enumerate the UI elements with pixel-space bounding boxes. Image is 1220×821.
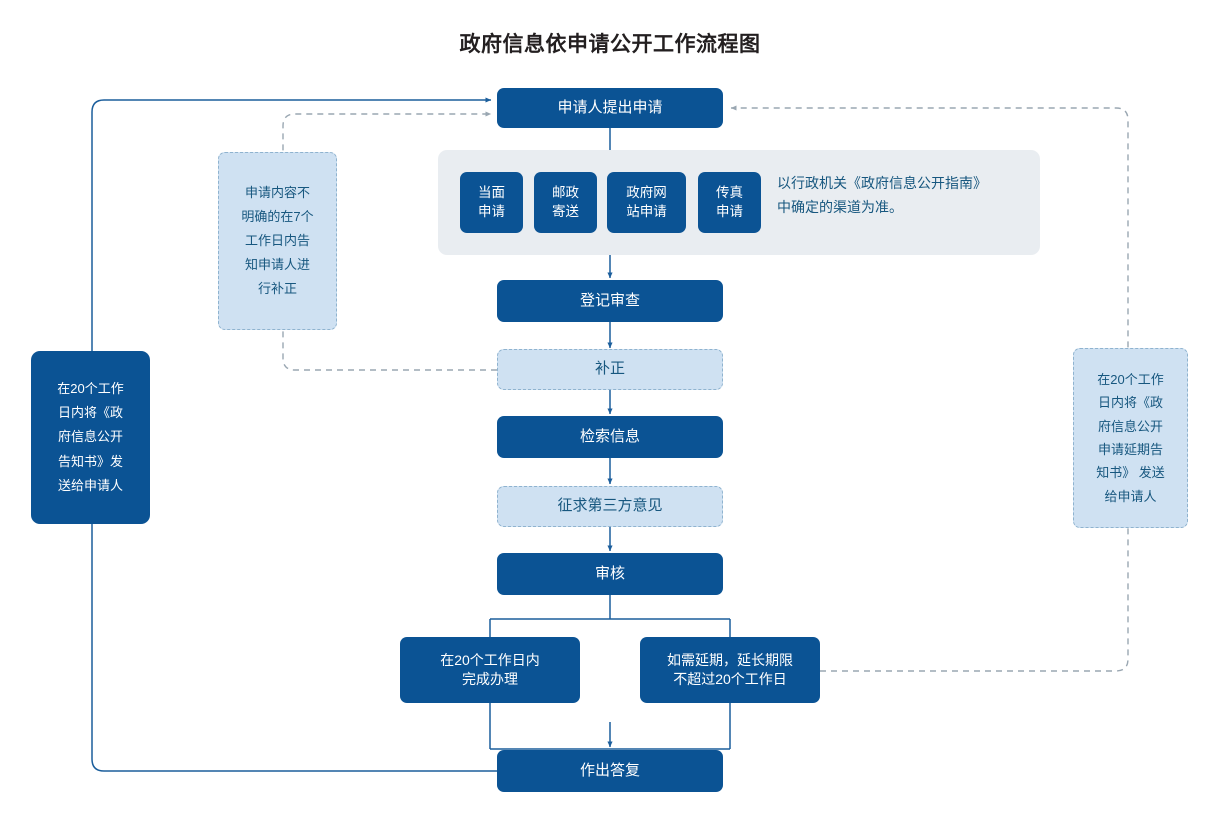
node-supplement[interactable]: 补正 bbox=[497, 349, 723, 390]
note-send-extension-notice[interactable]: 在20个工作 日内将《政 府信息公开 申请延期告 知书》 发送 给申请人 bbox=[1073, 348, 1188, 528]
node-channel-postal-mail[interactable]: 邮政 寄送 bbox=[534, 172, 597, 233]
node-third-party-opinion[interactable]: 征求第三方意见 bbox=[497, 486, 723, 527]
node-channel-fax[interactable]: 传真 申请 bbox=[698, 172, 761, 233]
page-title: 政府信息依申请公开工作流程图 bbox=[459, 33, 761, 56]
node-applicant-submits[interactable]: 申请人提出申请 bbox=[497, 88, 723, 128]
channel-note-text: 以行政机关《政府信息公开指南》 中确定的渠道为准。 bbox=[777, 175, 987, 215]
node-channel-government-website[interactable]: 政府网 站申请 bbox=[607, 172, 686, 233]
node-retrieve-information[interactable]: 检索信息 bbox=[497, 416, 723, 458]
node-registration-review[interactable]: 登记审查 bbox=[497, 280, 723, 322]
node-complete-within-20-days[interactable]: 在20个工作日内 完成办理 bbox=[400, 637, 580, 703]
note-supplement-within-7-days[interactable]: 申请内容不 明确的在7个 工作日内告 知申请人进 行补正 bbox=[218, 152, 337, 330]
note-send-disclosure-notice[interactable]: 在20个工作 日内将《政 府信息公开 告知书》发 送给申请人 bbox=[31, 351, 150, 524]
node-make-reply[interactable]: 作出答复 bbox=[497, 750, 723, 792]
node-audit[interactable]: 审核 bbox=[497, 553, 723, 595]
node-channel-in-person[interactable]: 当面 申请 bbox=[460, 172, 523, 233]
node-extension-allowed[interactable]: 如需延期，延长期限 不超过20个工作日 bbox=[640, 637, 820, 703]
